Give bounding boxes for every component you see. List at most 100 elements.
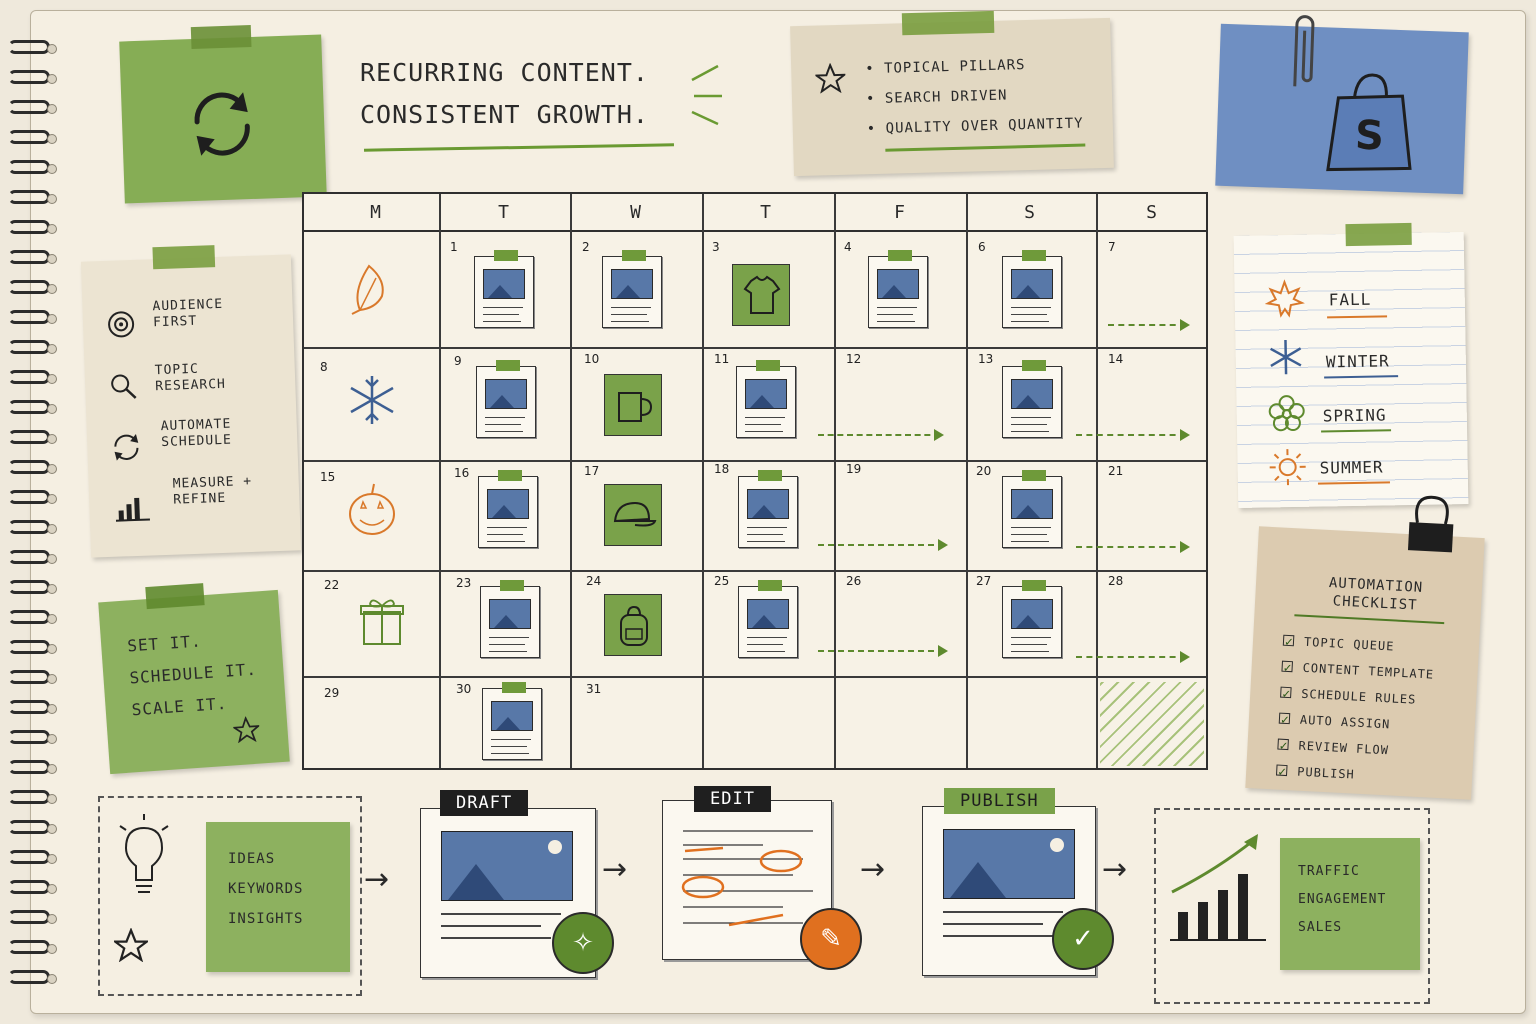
day-number: 1 <box>450 240 458 254</box>
checkbox-icon <box>1275 764 1288 777</box>
scheduled-arrow <box>1108 319 1190 331</box>
day-number: 20 <box>976 464 992 478</box>
scheduled-arrow <box>818 539 948 551</box>
day-number: 27 <box>976 574 992 588</box>
day-number: 23 <box>456 576 472 590</box>
checkbox-icon <box>1277 738 1289 751</box>
strategy-step-label: Measure + refine <box>172 473 253 508</box>
backpack-icon <box>620 605 648 646</box>
headline-line2: Consistent growth. <box>360 100 649 129</box>
checkbox-icon <box>1282 634 1295 647</box>
blog-post-card[interactable] <box>482 682 542 760</box>
maple-leaf-icon <box>351 264 384 315</box>
sparkle-icon: ✧ <box>572 928 594 958</box>
product-card-tshirt[interactable] <box>732 264 790 326</box>
day-number: 6 <box>978 240 986 254</box>
day-number: 26 <box>846 574 862 588</box>
gift-icon <box>360 599 404 645</box>
scheduled-arrow <box>818 429 944 441</box>
outcome-item: Traffic <box>1298 864 1360 879</box>
day-of-week: T <box>498 202 510 223</box>
seasons-note: Fall Winter Spring Summer <box>1233 222 1469 508</box>
product-card-mug[interactable] <box>604 374 662 436</box>
recycle-note <box>119 24 327 204</box>
target-icon <box>108 311 135 338</box>
headline-line1: Recurring content. <box>360 58 649 87</box>
tshirt-icon <box>743 275 781 314</box>
svg-text:S: S <box>1354 112 1384 159</box>
season-label: Fall <box>1328 289 1372 310</box>
store-note: S <box>1215 15 1469 195</box>
sun-icon <box>1269 449 1306 486</box>
day-number: 11 <box>714 352 730 366</box>
hatched-cell <box>1100 682 1204 766</box>
day-number: 16 <box>454 466 470 480</box>
day-of-week: M <box>370 202 382 223</box>
publish-card[interactable] <box>922 806 1096 976</box>
headline: Recurring content. Consistent growth. <box>360 52 649 136</box>
day-number: 8 <box>320 360 328 374</box>
flow-arrow: → <box>1102 852 1128 887</box>
blog-post-card[interactable] <box>1002 580 1062 658</box>
publish-label: Publish <box>944 788 1055 814</box>
pencil-button[interactable]: ✎ <box>800 908 862 970</box>
day-number: 22 <box>324 578 340 592</box>
calendar-header: M T W T F S S <box>304 194 1206 232</box>
flow-arrow: → <box>602 852 628 887</box>
season-label: Spring <box>1322 405 1387 426</box>
scheduled-arrow <box>1076 429 1190 441</box>
blog-post-card[interactable] <box>868 250 928 328</box>
blog-post-card[interactable] <box>602 250 662 328</box>
blog-post-card[interactable] <box>1002 470 1062 548</box>
blog-post-card[interactable] <box>1002 360 1062 438</box>
flow-arrow: → <box>364 862 390 897</box>
day-number: 28 <box>1108 574 1124 588</box>
snowflake-icon <box>350 376 394 424</box>
checkbox-icon <box>1280 686 1292 699</box>
product-card-cap[interactable] <box>604 484 662 546</box>
day-number: 10 <box>584 352 600 366</box>
day-number: 18 <box>714 462 730 476</box>
scheduled-arrow <box>1076 541 1190 553</box>
checkbox-icon <box>1278 712 1291 725</box>
day-number: 12 <box>846 352 862 366</box>
day-of-week: F <box>894 202 906 223</box>
set-it-note: Set it. Schedule it. Scale it. <box>98 583 290 775</box>
pillars-note: • Topical pillars • Search driven • Qual… <box>790 10 1114 177</box>
blog-post-card[interactable] <box>738 470 798 548</box>
day-number: 15 <box>320 470 336 484</box>
cap-icon <box>613 501 657 527</box>
check-icon: ✓ <box>1072 924 1094 954</box>
blog-post-card[interactable] <box>476 360 536 438</box>
edit-label: Edit <box>694 786 771 812</box>
content-calendar: M T W T F S S 1 2 3 4 6 7 8 9 10 11 12 1… <box>302 192 1208 770</box>
blog-post-card[interactable] <box>1002 250 1062 328</box>
check-button[interactable]: ✓ <box>1052 908 1114 970</box>
input-item: Insights <box>228 911 304 927</box>
day-number: 14 <box>1108 352 1124 366</box>
pillar-item: • Quality over quantity <box>866 115 1084 138</box>
blog-post-card[interactable] <box>738 580 798 658</box>
outcome-item: Sales <box>1298 920 1343 935</box>
outcomes-note: Traffic Engagement Sales <box>1280 838 1420 970</box>
sparkle-button[interactable]: ✧ <box>552 912 614 974</box>
checkbox-icon <box>1281 660 1293 673</box>
product-card-backpack[interactable] <box>604 594 662 656</box>
strategy-step-label: Automate schedule <box>160 416 233 451</box>
blog-post-card[interactable] <box>478 470 538 548</box>
lightbulb-icon <box>119 814 169 893</box>
mug-icon <box>618 392 653 422</box>
blog-post-card[interactable] <box>736 360 796 438</box>
scheduled-arrow <box>818 645 948 657</box>
day-number: 29 <box>324 686 340 700</box>
strategy-step-label: Topic research <box>154 361 227 395</box>
day-number: 21 <box>1108 464 1124 478</box>
star-icon <box>232 715 261 744</box>
draft-label: Draft <box>440 790 529 816</box>
emphasis-marks <box>691 64 722 126</box>
blog-post-card[interactable] <box>474 250 534 328</box>
blog-post-card[interactable] <box>480 580 540 658</box>
outcome-box <box>1154 808 1430 1004</box>
automation-checklist: Automation checklist Topic queue Content… <box>1245 495 1485 800</box>
shopping-bag-icon: S <box>1326 73 1412 172</box>
